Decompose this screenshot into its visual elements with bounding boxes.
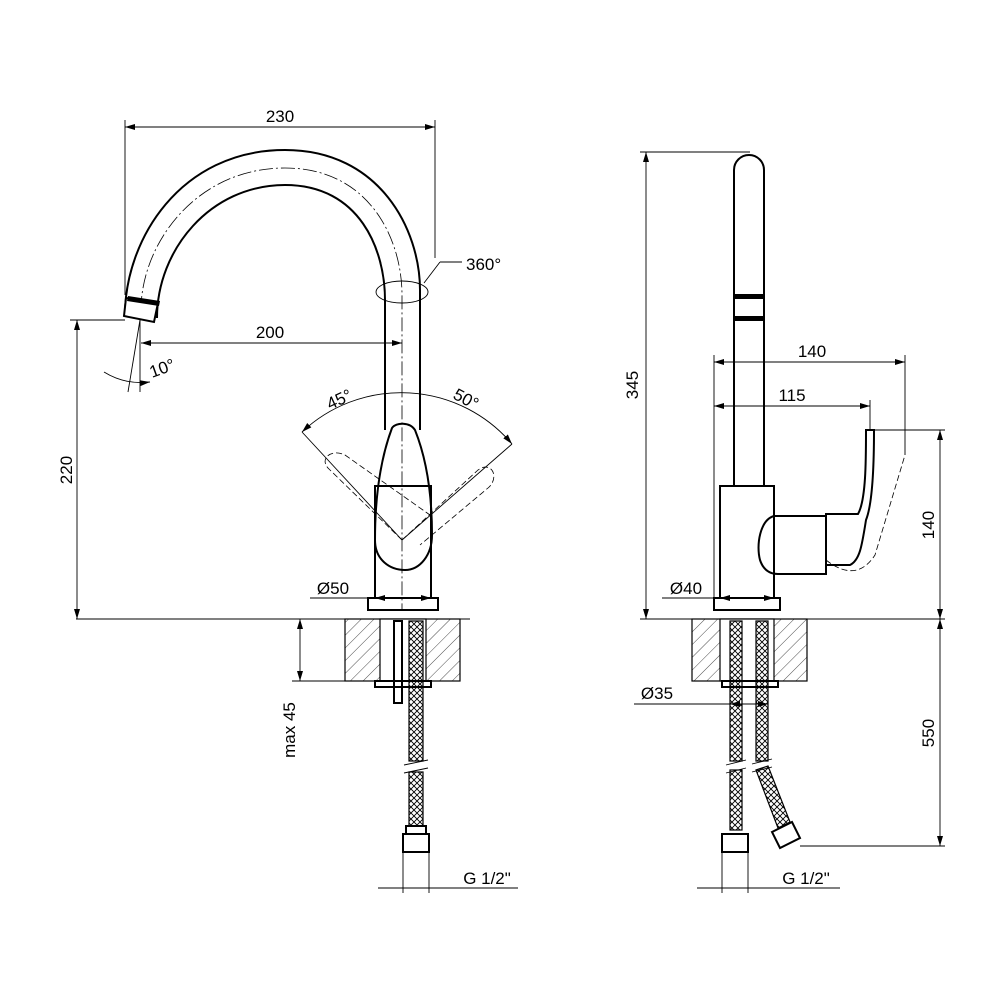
dim-140v-label: 140 (919, 511, 938, 539)
side-lever (825, 429, 876, 566)
side-aerator-band-2 (734, 316, 764, 321)
body (374, 485, 432, 599)
side-hose-left (729, 620, 743, 762)
hose-ferrule (405, 825, 427, 835)
angle-line-right (401, 443, 513, 541)
dim-g-label: G 1/2" (463, 869, 511, 888)
tilt-arc (103, 371, 151, 387)
dim-550-label: 550 (919, 719, 938, 747)
side-cartridge (757, 515, 827, 575)
front-view: 230 200 Ø50 G 1/2" (70, 107, 518, 893)
side-spout (733, 154, 765, 486)
dim-345-label: 345 (623, 371, 642, 399)
side-break-2 (725, 767, 747, 774)
dim-230-label: 230 (266, 107, 294, 126)
side-base-ring (713, 597, 781, 611)
side-hose-left-lower (729, 769, 743, 831)
dim-d40-label: Ø40 (670, 579, 702, 598)
angle-arc (301, 392, 513, 445)
side-mount-nut (721, 680, 779, 688)
ghost-handle-left (324, 452, 431, 541)
rotation-leader (423, 261, 441, 284)
spout-inner (156, 183, 386, 430)
side-break-1 (725, 759, 747, 766)
hose-break-top (403, 759, 429, 766)
hose-lower (408, 771, 424, 827)
side-hose-right (755, 620, 769, 762)
side-view: 140 115 Ø40 Ø35 G 1/2" (634, 151, 945, 893)
rotation-ellipse (375, 280, 429, 304)
dim-max45-label: max 45 (280, 702, 299, 758)
threaded-rod (393, 620, 403, 704)
side-lever-ghost (825, 454, 906, 572)
dim-220-label: 220 (57, 456, 76, 484)
spout-outer (124, 148, 421, 430)
angle-line-left (301, 431, 403, 541)
side-aerator-band (734, 294, 764, 299)
hose-upper (408, 620, 424, 762)
side-break-3 (751, 758, 773, 765)
side-hose-nut-left (721, 833, 749, 853)
dim-d35-label: Ø35 (641, 684, 673, 703)
lever-handle (373, 422, 434, 572)
dim-140h-label: 140 (798, 342, 826, 361)
dim-115-label: 115 (778, 386, 805, 405)
side-body (719, 485, 775, 599)
dim-d50-label: Ø50 (317, 579, 349, 598)
hose-break-bottom (403, 767, 429, 774)
side-hose-nut-right (770, 820, 802, 850)
rotation-label: 360° (466, 255, 501, 274)
side-dim-g-label: G 1/2" (782, 869, 830, 888)
spout-axis (140, 167, 403, 610)
angle-left-label: 45° (324, 386, 355, 414)
tilt-line-1 (127, 319, 141, 393)
ghost-handle-right (401, 466, 495, 546)
side-hose-right-lower (755, 765, 791, 829)
base-ring (367, 597, 439, 611)
dim-200-label: 200 (256, 323, 284, 342)
tilt-label: 10° (147, 355, 178, 382)
hose-nut (402, 833, 430, 853)
side-break-4 (751, 766, 773, 773)
angle-right-label: 50° (450, 385, 482, 414)
aerator-band (127, 296, 160, 306)
